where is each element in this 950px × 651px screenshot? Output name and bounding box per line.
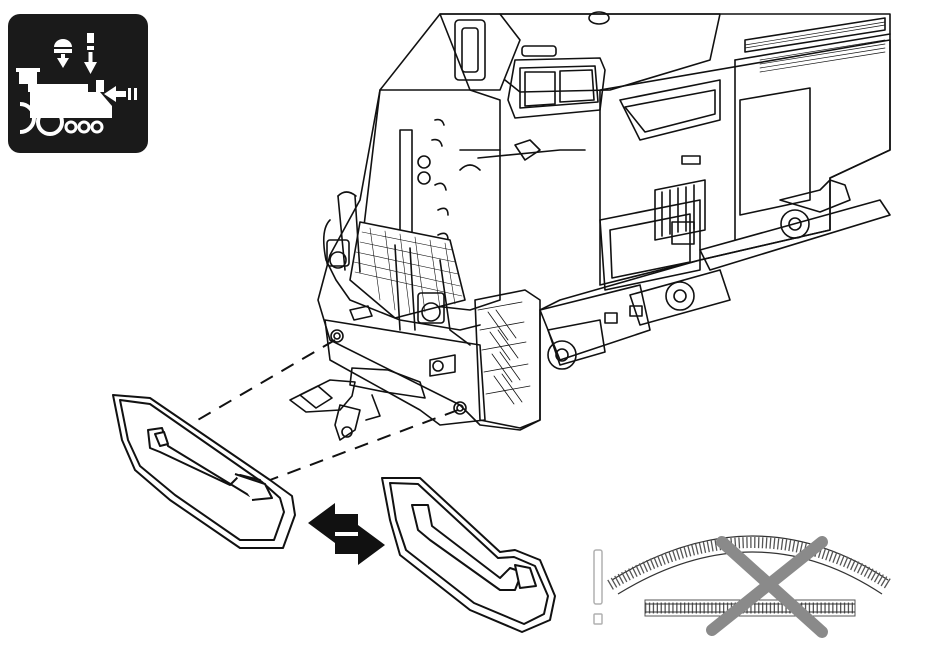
exclamation-icon <box>594 550 602 624</box>
locomotive-maintenance-icon <box>8 14 148 153</box>
locomotive-illustration <box>290 12 890 440</box>
track-warning-note <box>594 536 890 632</box>
pilot-plate-alternate-variant <box>382 478 555 632</box>
prohibited-cross-icon <box>712 542 822 632</box>
pilot-plate-installed-variant <box>113 395 295 548</box>
exchange-arrows-icon <box>308 503 385 565</box>
